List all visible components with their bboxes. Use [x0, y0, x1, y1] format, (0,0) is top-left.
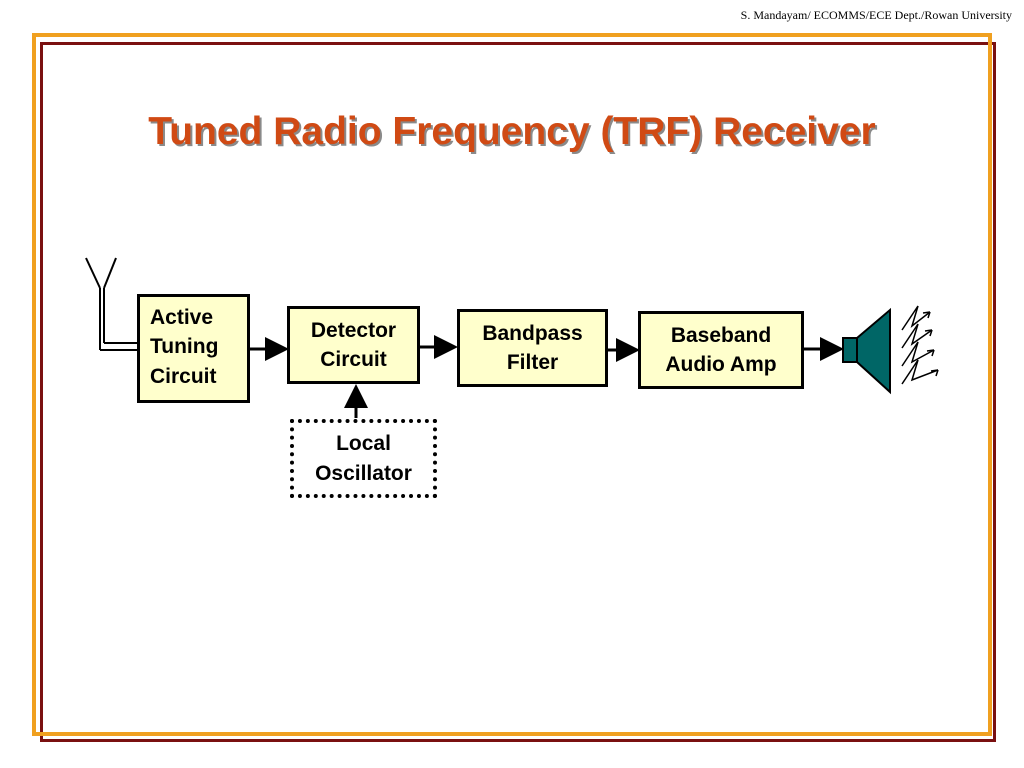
slide-title: Tuned Radio Frequency (TRF) Receiver	[148, 110, 876, 153]
active-tuning-circuit-block: Active Tuning Circuit	[137, 294, 250, 403]
bandpass-filter-block: Bandpass Filter	[457, 309, 608, 387]
detector-circuit-block: Detector Circuit	[287, 306, 420, 384]
local-oscillator-block: Local Oscillator	[290, 419, 437, 498]
slide-credit: S. Mandayam/ ECOMMS/ECE Dept./Rowan Univ…	[740, 8, 1012, 22]
slide-frame-shadow	[40, 42, 996, 742]
sound-waves-icon	[901, 305, 939, 385]
baseband-audio-amp-block: Baseband Audio Amp	[638, 311, 804, 389]
antenna-icon	[85, 257, 138, 351]
slide-frame	[32, 33, 992, 736]
speaker-icon	[842, 307, 891, 395]
